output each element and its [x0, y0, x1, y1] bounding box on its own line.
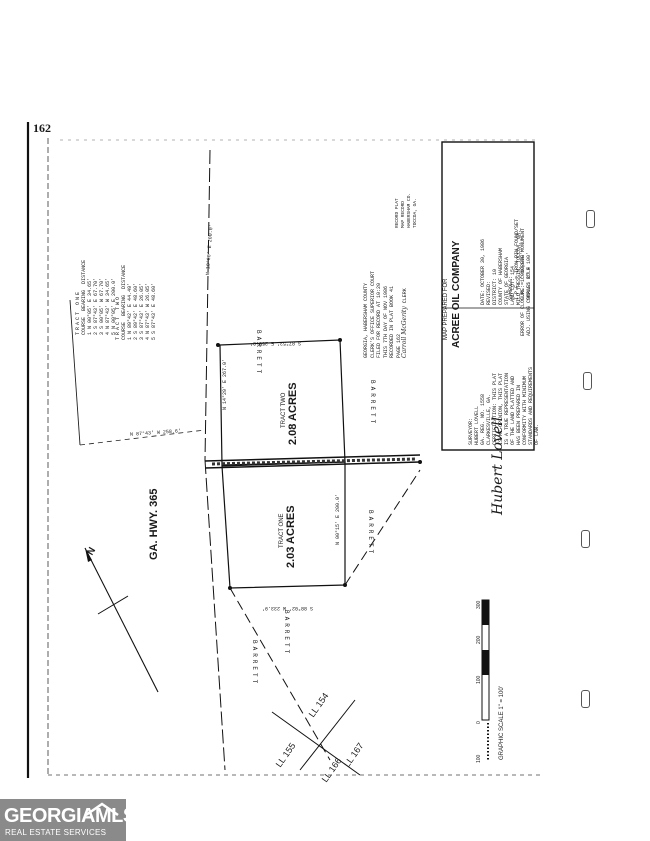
page-number: 162	[33, 121, 51, 135]
bearing-label: N 14°29' E 267.0'	[222, 358, 228, 410]
brand-name: GEORGIAMLS	[4, 805, 136, 827]
adjoiner-label: BARRETT	[369, 380, 376, 427]
recording-stamp: GEORGIA, HABERSHAM COUNTY CLERK'S OFFICE…	[363, 270, 408, 358]
binder-hole-icon	[583, 372, 592, 390]
adjoiner-label: BARRETT	[283, 610, 290, 657]
scale-tick: 0	[476, 721, 482, 724]
scale-tick: 100	[476, 675, 482, 684]
graphic-scale-label: GRAPHIC SCALE 1" = 100'	[499, 686, 505, 760]
scale-tick: 200	[476, 635, 482, 644]
binder-hole-icon	[581, 690, 590, 708]
table-row: 5 S 87°43' E 48.60'	[151, 282, 157, 340]
bearing-label: N 00°15' E 200.0'	[335, 493, 341, 545]
brand-tagline: REAL ESTATE SERVICES	[5, 828, 107, 837]
symbols-block: SYMBOLS: I.P.F. = IRON PIN FOUND/SET C.M…	[508, 218, 532, 300]
surveyor-signature: Hubert Lovell	[490, 416, 506, 515]
highway-label: GA. HWY. 365	[148, 488, 160, 560]
binder-hole-icon	[581, 530, 590, 548]
scale-tick: 100	[476, 754, 482, 763]
clerk-signature: Carroll McGerity	[401, 306, 408, 358]
house-roof-icon	[85, 802, 119, 817]
binder-hole-icon	[586, 210, 595, 228]
table-one: TRACT ONE COURSE BEARING DISTANCE 1 N 00…	[75, 260, 117, 335]
tract-one-acres: 2.03 ACRES	[285, 505, 297, 568]
record-block: RECORD PLAT MAP RECORD HABERSHAM CO. TOC…	[395, 192, 418, 228]
adjoiner-label: BARRETT	[367, 510, 374, 557]
brand-logo: GEORGIAMLS REAL ESTATE SERVICES	[0, 799, 136, 841]
title-block-heading: MAP PREPARED FOR	[443, 278, 449, 340]
adjoiner-label: BARRETT	[255, 330, 262, 377]
scale-tick: 300	[476, 600, 482, 609]
tract-two-acres: 2.08 ACRES	[287, 382, 299, 445]
adjoiner-label: BARRETT	[251, 640, 258, 687]
company-name: ACREE OIL COMPANY	[451, 240, 462, 348]
table-two: TRACT TWO COURSE BEARING DISTANCE 1 N 89…	[115, 265, 157, 340]
